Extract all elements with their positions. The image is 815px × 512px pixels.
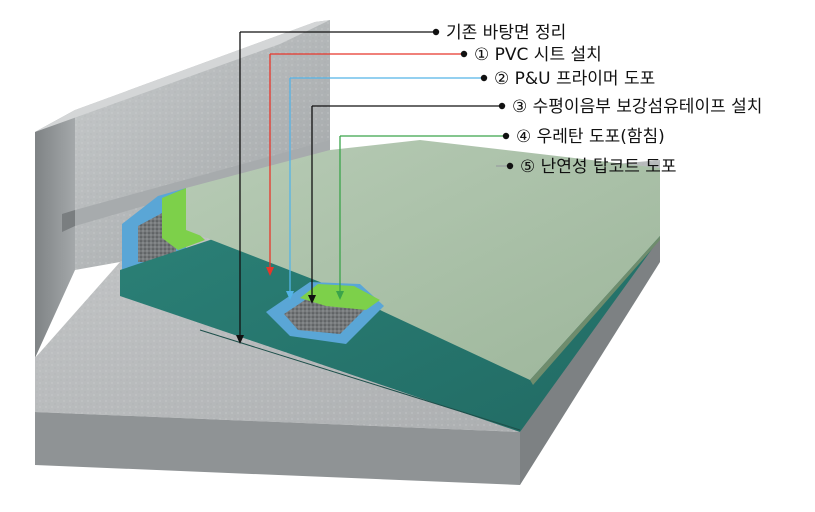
concrete-wall-side-face bbox=[35, 110, 75, 358]
topcoat-layer bbox=[186, 140, 660, 380]
callout-dot bbox=[502, 132, 510, 140]
callout-label: ① PVC 시트 설치 bbox=[474, 45, 602, 65]
topcoat-edge-shadow bbox=[530, 236, 660, 385]
callout-dot bbox=[480, 74, 488, 82]
callout-dot bbox=[506, 162, 514, 170]
callout-arrowhead bbox=[308, 295, 316, 304]
tape-strip-wall bbox=[162, 188, 205, 250]
callout-dot bbox=[460, 50, 468, 58]
concrete-wall-top bbox=[35, 20, 330, 132]
callout-label: 기존 바탕면 정리 bbox=[446, 23, 566, 43]
concrete-floor-front-edge bbox=[35, 412, 520, 485]
callout-label: ③ 수평이음부 보강섬유테이프 설치 bbox=[512, 97, 762, 117]
callout-arrowhead bbox=[266, 267, 274, 276]
callout-arrowhead bbox=[286, 291, 294, 300]
callout-dot bbox=[498, 102, 506, 110]
callout-arrowhead bbox=[236, 335, 244, 344]
concrete-wall-ledge-side bbox=[62, 210, 75, 232]
callout-dot bbox=[432, 28, 440, 36]
callout-label: ④ 우레탄 도포(함침) bbox=[516, 127, 665, 147]
concrete-wall-ledge bbox=[75, 140, 330, 226]
seam-line bbox=[199, 329, 521, 431]
callout-group: 기존 바탕면 정리① PVC 시트 설치 ② P&U 프라이머 도포 ③ 수평이음부… bbox=[236, 23, 762, 344]
callout-arrowhead bbox=[336, 291, 344, 300]
callout-label: ② P&U 프라이머 도포 bbox=[494, 69, 655, 89]
callout-label: ⑤ 난연성 탑코트 도포 bbox=[520, 157, 677, 177]
